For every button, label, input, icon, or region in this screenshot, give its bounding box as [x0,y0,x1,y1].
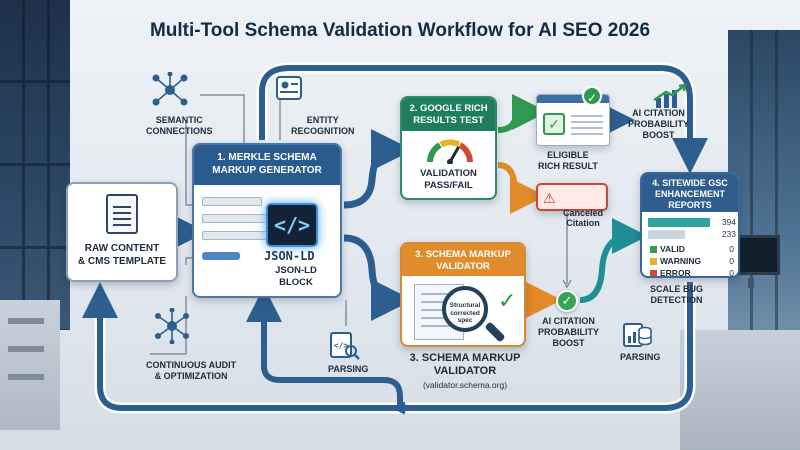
gsc-bar-fill-1 [648,230,685,239]
entity-recognition-label: ENTITY RECOGNITION [291,115,355,136]
check-icon: ✓ [543,113,565,135]
continuous-audit-label: CONTINUOUS AUDIT & OPTIMIZATION [146,360,237,381]
network-hub-icon [152,72,188,106]
document-icon [106,194,138,234]
gsc-stat-swatch [650,270,657,276]
gsc-stat-value: 0 [729,268,734,278]
validator-header: 3. SCHEMA MARKUP VALIDATOR [402,244,524,276]
boost-to-gsc-arrow [579,218,648,303]
gsc-stat-swatch [650,246,657,254]
inner-return-arrow [246,286,403,408]
validator-bottom-title: 3. SCHEMA MARKUP VALIDATOR [409,352,521,377]
scale-bug-detection-label: SCALE BUG DETECTION [650,284,704,305]
parsing-left-label: PARSING [328,364,369,374]
gsc-bar-value-1: 233 [721,229,736,239]
gsc-bar-value-0: 394 [721,217,736,227]
gsc-bar-0: 394 [648,217,736,227]
form-mockup [202,197,272,260]
semantic-connections-label: SEMANTIC CONNECTIONS [146,115,213,136]
gsc-stat-label: ERROR [660,268,691,278]
json-ld-tag: JSON-LD [264,249,315,263]
gsc-stat-warning: WARNING 0 [650,256,736,267]
google-to-canceled-arrow [497,162,546,214]
code-brackets-icon: </> [266,203,318,247]
gsc-header: 4. SITEWIDE GSC ENHANCEMENT REPORTS [642,174,738,212]
loop-bottom-arrow [94,282,696,414]
gsc-bar-1: 233 [648,229,736,239]
gsc-stat-label: VALID [660,244,685,254]
bar-chart-icon [653,84,687,108]
gsc-reports-card: 4. SITEWIDE GSC ENHANCEMENT REPORTS 394 2… [640,172,740,278]
gsc-bar-fill-0 [648,218,710,227]
canceled-citation-badge: ⚠ Canceled Citation [536,183,608,228]
gsc-stat-swatch [650,258,657,266]
database-chart-icon [623,323,652,347]
merkle-header: 1. MERKLE SCHEMA MARKUP GENERATOR [194,145,340,185]
magnifier-icon: Structural corrected spec [442,286,488,332]
office-window-right [728,30,800,330]
gauge-icon [427,139,473,164]
raw-content-label: RAW CONTENT & CMS TEMPLATE [77,243,167,267]
ai-citation-boost-bottom-label: AI CITATION PROBABILITY BOOST [538,316,600,348]
google-rich-results-card: 2. GOOGLE RICH RESULTS TEST VALIDATION P… [400,96,497,200]
warning-triangle-icon: ⚠ [543,190,556,206]
eligible-rich-result-label: ELIGIBLE RICH RESULT [538,150,598,171]
gsc-stat-value: 0 [729,256,734,266]
merkle-generator-card: 1. MERKLE SCHEMA MARKUP GENERATOR </> JS… [192,143,342,298]
check-badge-icon: ✓ [582,86,602,106]
google-to-eligible-arrow [497,94,548,133]
check-icon: ✓ [498,288,517,313]
office-window-left [0,0,70,330]
svg-text:</>: </> [334,341,349,350]
raw-content-card: RAW CONTENT & CMS TEMPLATE [66,182,178,282]
json-ld-block-label: JSON-LD BLOCK [275,265,317,288]
gsc-stat-label: WARNING [660,256,702,266]
gsc-stat-valid: VALID 0 [650,244,736,255]
gsc-stat-value: 0 [729,244,734,254]
office-desk-right [680,330,800,450]
success-check-icon: ✓ [556,290,578,312]
merkle-to-validator-arrow [343,234,413,321]
gsc-stat-error: ERROR 0 [650,268,736,278]
parsing-code-icon: </> [330,332,360,360]
diagram-title: Multi-Tool Schema Validation Workflow fo… [149,20,651,41]
schema-validator-card: 3. SCHEMA MARKUP VALIDATOR Structural co… [400,242,526,347]
office-cabinet-left [0,300,60,430]
parsing-right-label: PARSING [620,352,661,362]
ai-citation-boost-top-label: AI CITATION PROBABILITY BOOST [628,108,690,140]
network-hub-icon-bottom [155,308,189,344]
validator-url-label: (validator.schema.org) [422,380,508,390]
google-header: 2. GOOGLE RICH RESULTS TEST [402,98,495,131]
canceled-citation-label: Canceled Citation [562,208,604,228]
validation-pass-fail-label: VALIDATION PASS/FAIL [420,168,477,191]
merkle-to-google-arrow [343,129,413,209]
entity-card-icon [276,76,302,100]
